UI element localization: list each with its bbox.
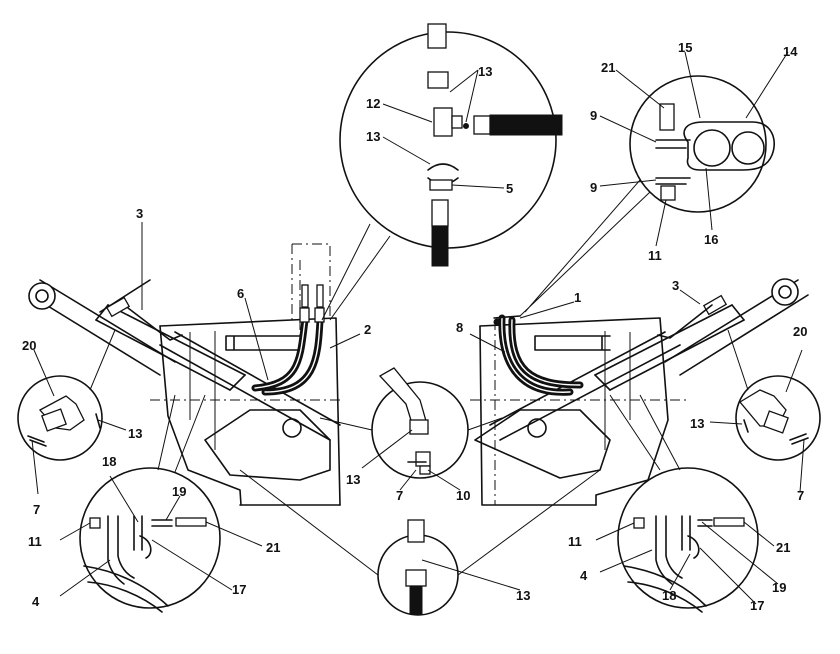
callout-7-right: 7 [797, 488, 804, 503]
detail-circle-right [727, 329, 821, 461]
detail-circle-top-right [519, 75, 776, 317]
callout-13-center: 13 [346, 472, 360, 487]
left-cylinder [28, 279, 341, 441]
callout-17-right: 17 [750, 598, 764, 613]
callout-3-right: 3 [672, 278, 679, 293]
callout-11-right: 11 [568, 534, 582, 549]
callout-2: 2 [364, 322, 371, 337]
callout-13-right: 13 [690, 416, 704, 431]
callout-4-left: 4 [32, 594, 40, 609]
detail-circle-bottom-left [79, 394, 221, 613]
detail-circle-left [17, 329, 116, 461]
callout-21-left: 21 [266, 540, 280, 555]
callout-14: 14 [783, 44, 798, 59]
callout-19-left: 19 [172, 484, 186, 499]
callout-19-right: 19 [772, 580, 786, 595]
right-hoses [493, 314, 584, 396]
callout-11-left: 11 [28, 534, 42, 549]
callout-6: 6 [237, 286, 244, 301]
callout-3-left: 3 [136, 206, 143, 221]
callout-20-left: 20 [22, 338, 36, 353]
right-cylinder [489, 278, 809, 441]
left-hoses [251, 284, 325, 396]
callout-9-upper: 9 [590, 108, 597, 123]
callout-13-left: 13 [128, 426, 142, 441]
callout-11-top: 11 [648, 248, 662, 263]
callout-18-right: 18 [662, 588, 676, 603]
callout-13-mid: 13 [366, 129, 380, 144]
callout-18-left: 18 [102, 454, 116, 469]
callout-7-left: 7 [33, 502, 40, 517]
detail-circle-bottom-center [239, 469, 601, 616]
callout-5: 5 [506, 181, 513, 196]
callout-15: 15 [678, 40, 692, 55]
callout-4-right: 4 [580, 568, 588, 583]
callout-20-right: 20 [793, 324, 807, 339]
callout-labels: 1 2 3 3 4 4 5 6 7 7 7 8 9 9 10 11 11 11 … [22, 40, 807, 613]
callout-16: 16 [704, 232, 718, 247]
callout-13-bottom: 13 [516, 588, 530, 603]
callout-8: 8 [456, 320, 463, 335]
callout-7-center: 7 [396, 488, 403, 503]
callout-9-lower: 9 [590, 180, 597, 195]
leader-lines [31, 51, 805, 605]
callout-17-left: 17 [232, 582, 246, 597]
callout-12: 12 [366, 96, 380, 111]
callout-1: 1 [574, 290, 581, 305]
callout-21-right: 21 [776, 540, 790, 555]
callout-13-top: 13 [478, 64, 492, 79]
left-frame [150, 243, 341, 506]
right-frame [470, 317, 690, 506]
callout-21-top: 21 [601, 60, 615, 75]
detail-circle-top-center [321, 23, 563, 321]
callout-10: 10 [456, 488, 470, 503]
detail-circle-center [319, 367, 503, 479]
detail-circle-bottom-right [609, 394, 759, 613]
